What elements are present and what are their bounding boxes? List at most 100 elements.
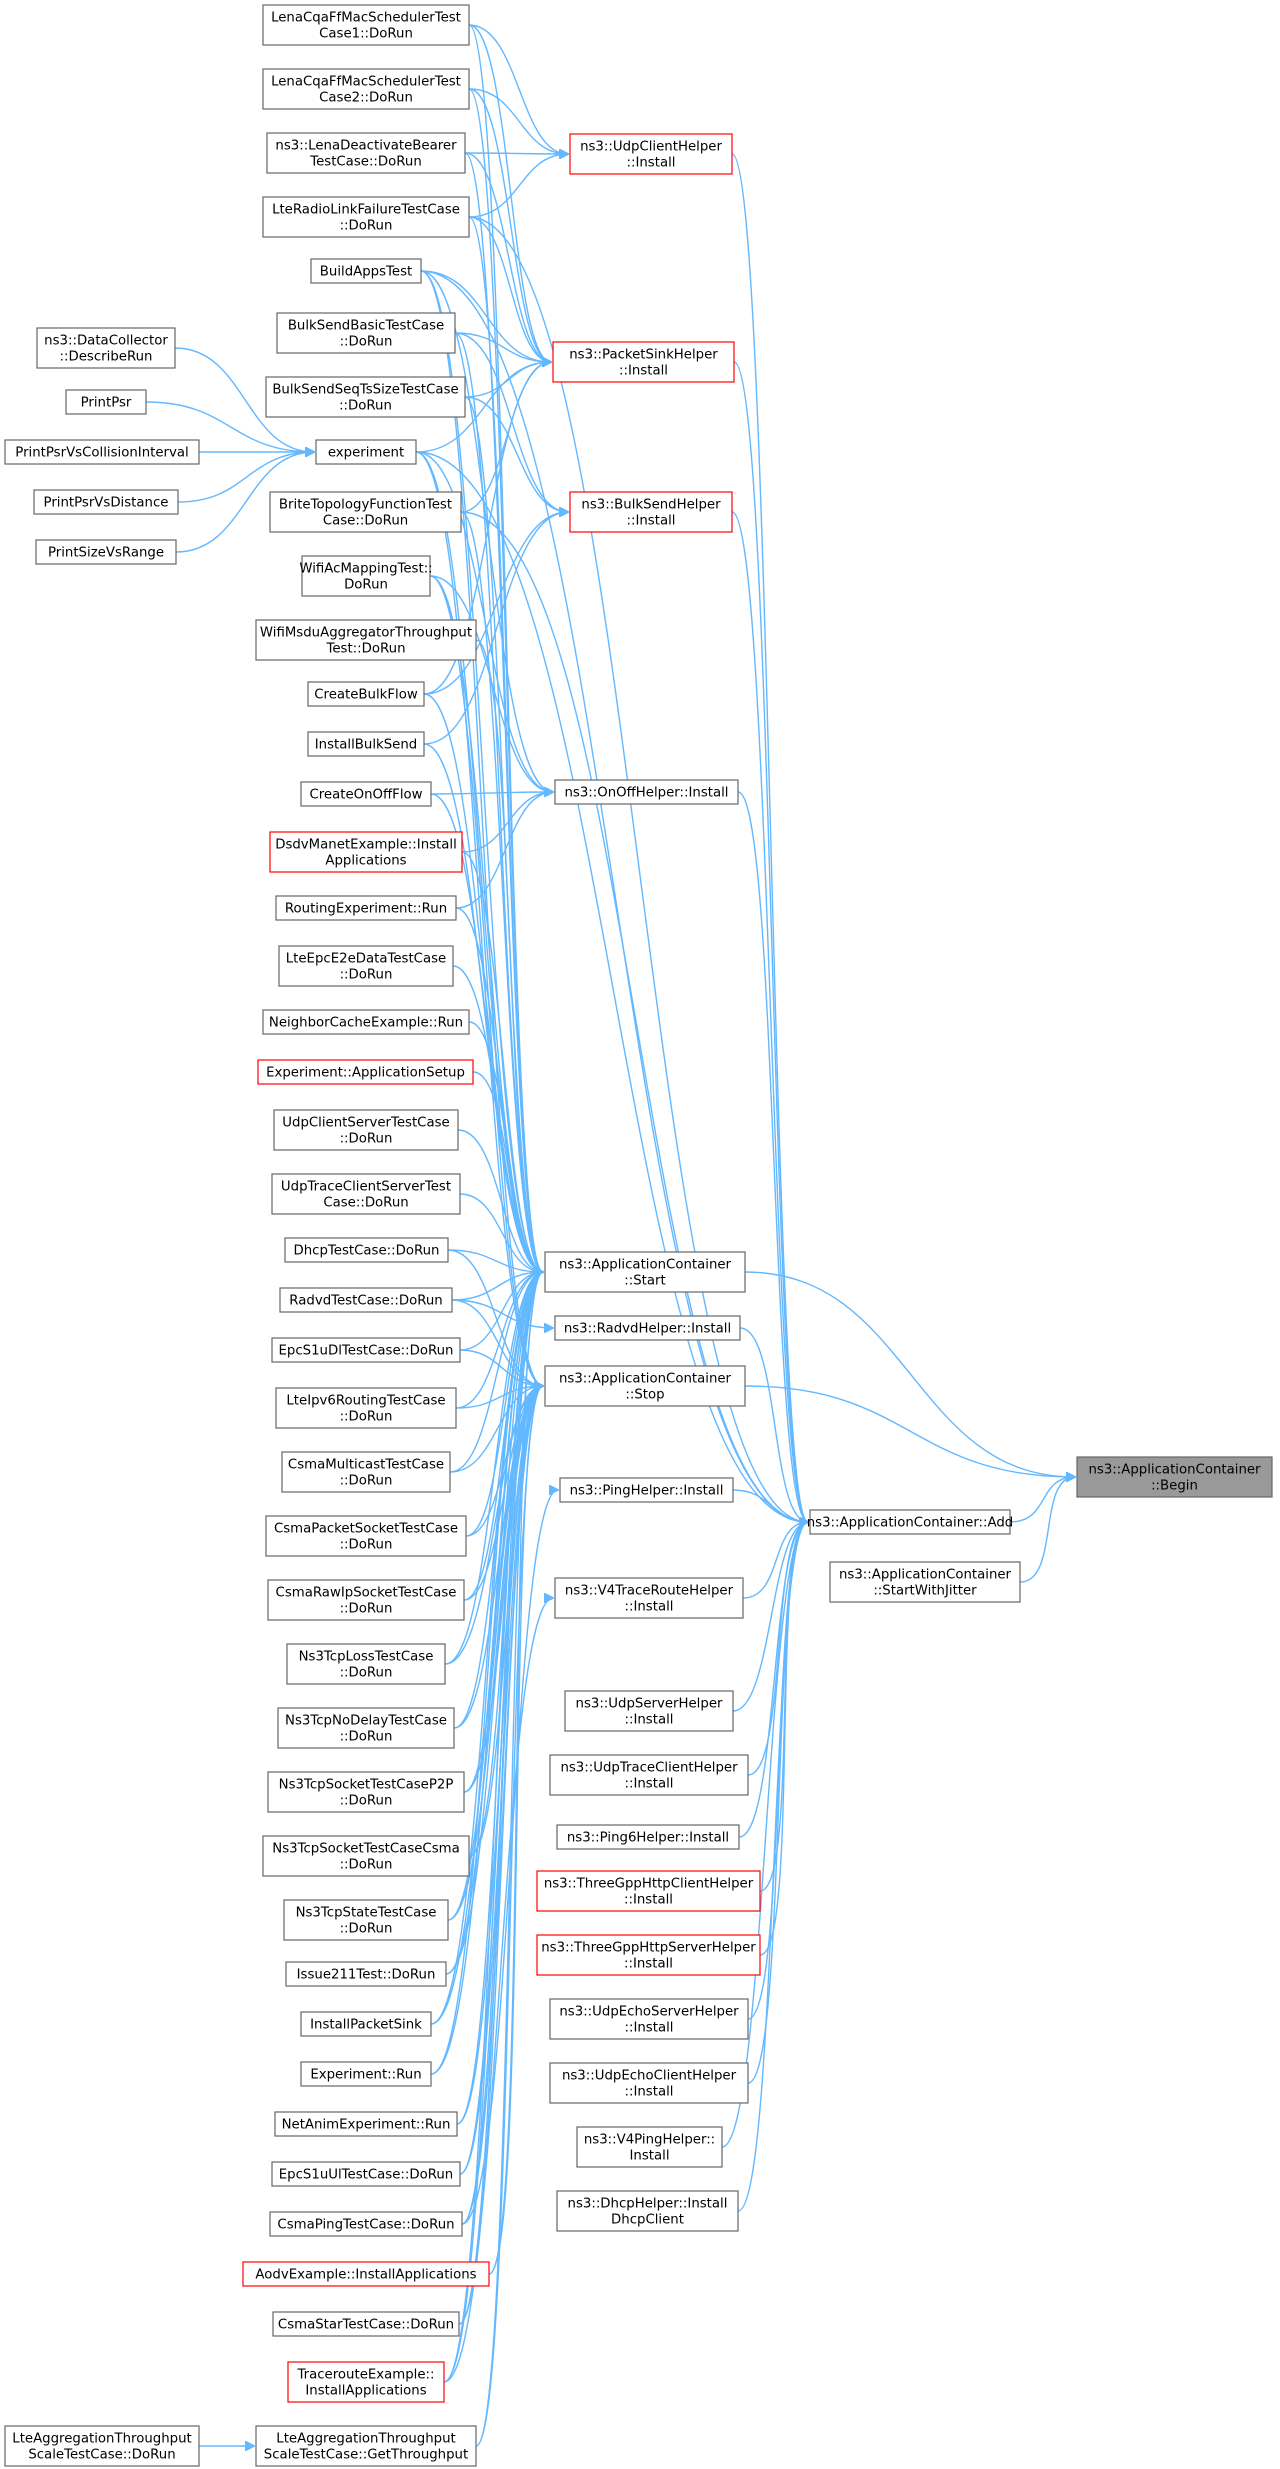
- node-datacollector[interactable]: ns3::DataCollector::DescribeRun: [36, 327, 176, 369]
- node-label: CsmaPingTestCase::DoRun: [277, 2218, 454, 2233]
- edge-printpsr-to-experiment: [145, 401, 314, 452]
- node-netanim[interactable]: NetAnimExperiment::Run: [274, 2111, 458, 2137]
- node-echoclient[interactable]: ns3::UdpEchoClientHelper::Install: [549, 2062, 749, 2104]
- node-ns3tcpstate[interactable]: Ns3TcpStateTestCase::DoRun: [283, 1899, 449, 1941]
- node-createbulk[interactable]: CreateBulkFlow: [307, 681, 425, 707]
- node-csmaping[interactable]: CsmaPingTestCase::DoRun: [269, 2211, 463, 2237]
- node-routingexp[interactable]: RoutingExperiment::Run: [275, 895, 457, 921]
- edge-bulkseq-to-bulksend: [464, 396, 568, 512]
- node-label: ns3::ThreeGppHttpServerHelper: [541, 1941, 756, 1956]
- node-tgppclient[interactable]: ns3::ThreeGppHttpClientHelper::Install: [536, 1870, 761, 1912]
- node-lteaggget[interactable]: LteAggregationThroughputScaleTestCase::G…: [255, 2425, 477, 2467]
- node-printpsr[interactable]: PrintPsr: [65, 389, 147, 415]
- node-start[interactable]: ns3::ApplicationContainer::Start: [544, 1251, 746, 1293]
- node-root[interactable]: ns3::ApplicationContainer::Begin: [1076, 1456, 1273, 1498]
- edge-lenadeact-to-packetsink: [464, 152, 551, 362]
- node-onoff[interactable]: ns3::OnOffHelper::Install: [554, 779, 739, 805]
- node-epcdl[interactable]: EpcS1uDlTestCase::DoRun: [271, 1337, 461, 1363]
- node-ping6[interactable]: ns3::Ping6Helper::Install: [556, 1824, 740, 1850]
- node-createonoff[interactable]: CreateOnOffFlow: [300, 781, 432, 807]
- node-box: [262, 196, 470, 238]
- edge-udptcs-to-start: [459, 1193, 543, 1272]
- edge-dhcph-to-add: [737, 1522, 808, 2212]
- node-neighbor[interactable]: NeighborCacheExample::Run: [262, 1009, 470, 1035]
- node-box: [266, 132, 466, 174]
- node-label: NetAnimExperiment::Run: [282, 2118, 451, 2133]
- node-csmastar[interactable]: CsmaStarTestCase::DoRun: [272, 2311, 460, 2337]
- node-box: [809, 1509, 1011, 1535]
- node-box: [307, 681, 425, 707]
- node-ns3tcpp2p[interactable]: Ns3TcpSocketTestCaseP2P::DoRun: [267, 1771, 465, 1813]
- node-bulkseq[interactable]: BulkSendSeqTsSizeTestCase::DoRun: [265, 376, 466, 418]
- node-aodv[interactable]: AodvExample::InstallApplications: [242, 2261, 490, 2287]
- node-udpserver[interactable]: ns3::UdpServerHelper::Install: [564, 1690, 734, 1732]
- node-radvdtest[interactable]: RadvdTestCase::DoRun: [279, 1287, 453, 1313]
- node-label: InstallApplications: [305, 2384, 426, 2399]
- node-label: Ns3TcpStateTestCase: [296, 1906, 437, 1921]
- node-ns3tcploss[interactable]: Ns3TcpLossTestCase::DoRun: [286, 1643, 446, 1685]
- node-installsink[interactable]: InstallPacketSink: [300, 2011, 432, 2037]
- node-dsdv[interactable]: DsdvManetExample::InstallApplications: [269, 831, 463, 873]
- node-udpclient[interactable]: ns3::UdpClientHelper::Install: [569, 133, 733, 175]
- node-v4trace[interactable]: ns3::V4TraceRouteHelper::Install: [554, 1577, 744, 1619]
- node-expappsetup[interactable]: Experiment::ApplicationSetup: [257, 1059, 474, 1085]
- node-csmapacket[interactable]: CsmaPacketSocketTestCase::DoRun: [265, 1515, 467, 1557]
- edge-bulkbasic-to-packetsink: [454, 332, 551, 362]
- node-ns3tcpnodelay[interactable]: Ns3TcpNoDelayTestCase::DoRun: [277, 1707, 455, 1749]
- node-box: [556, 2190, 739, 2232]
- node-printpsrdist[interactable]: PrintPsrVsDistance: [33, 489, 179, 515]
- node-label: Ns3TcpLossTestCase: [299, 1650, 434, 1665]
- node-printsize[interactable]: PrintSizeVsRange: [35, 539, 177, 565]
- node-buildapps[interactable]: BuildAppsTest: [310, 258, 422, 284]
- node-label: BulkSendSeqTsSizeTestCase: [272, 383, 458, 398]
- node-box: [272, 2311, 460, 2337]
- node-bulkbasic[interactable]: BulkSendBasicTestCase::DoRun: [276, 312, 456, 354]
- node-v4ping[interactable]: ns3::V4PingHelper::Install: [576, 2126, 723, 2168]
- node-issue211[interactable]: Issue211Test::DoRun: [285, 1961, 447, 1987]
- node-label: ns3::V4TraceRouteHelper: [565, 1584, 734, 1599]
- node-pingh[interactable]: ns3::PingHelper::Install: [559, 1477, 734, 1503]
- node-lteepce2e[interactable]: LteEpcE2eDataTestCase::DoRun: [278, 945, 454, 987]
- node-lteipv6[interactable]: LteIpv6RoutingTestCase::DoRun: [275, 1387, 457, 1429]
- node-echoserver[interactable]: ns3::UdpEchoServerHelper::Install: [549, 1998, 749, 2040]
- node-lterlf[interactable]: LteRadioLinkFailureTestCase::DoRun: [262, 196, 470, 238]
- node-wifiac[interactable]: WifiAcMappingTest::DoRun: [299, 555, 433, 597]
- node-label: RadvdTestCase::DoRun: [289, 1294, 442, 1309]
- node-csmarawip[interactable]: CsmaRawIpSocketTestCase::DoRun: [267, 1579, 465, 1621]
- node-radvdh[interactable]: ns3::RadvdHelper::Install: [554, 1315, 741, 1341]
- node-exprun[interactable]: Experiment::Run: [300, 2061, 432, 2087]
- node-stop[interactable]: ns3::ApplicationContainer::Stop: [544, 1365, 746, 1407]
- edge-experiment-to-packetsink: [415, 362, 551, 453]
- node-swj[interactable]: ns3::ApplicationContainer::StartWithJitt…: [829, 1561, 1021, 1603]
- node-lteaggdo[interactable]: LteAggregationThroughputScaleTestCase::D…: [4, 2425, 200, 2467]
- node-installbulk[interactable]: InstallBulkSend: [307, 731, 425, 757]
- node-ns3tcpcsma[interactable]: Ns3TcpSocketTestCaseCsma::DoRun: [262, 1835, 470, 1877]
- node-box: [257, 1059, 474, 1085]
- node-epcul[interactable]: EpcS1uUlTestCase::DoRun: [271, 2161, 461, 2187]
- node-box: [544, 1251, 746, 1293]
- node-label: ns3::UdpServerHelper: [576, 1697, 723, 1712]
- node-packetsink[interactable]: ns3::PacketSinkHelper::Install: [552, 341, 735, 383]
- node-printpsrcoll[interactable]: PrintPsrVsCollisionInterval: [4, 439, 200, 465]
- node-udptraceclient[interactable]: ns3::UdpTraceClientHelper::Install: [549, 1754, 749, 1796]
- node-traceroute[interactable]: TracerouteExample::InstallApplications: [287, 2361, 445, 2403]
- node-label: Ns3TcpSocketTestCaseCsma: [272, 1842, 460, 1857]
- edge-buildapps-to-stop: [420, 270, 543, 1386]
- edge-lena1-to-udpclient: [468, 24, 568, 154]
- edge-traceroute-to-start: [443, 1272, 543, 2383]
- node-add[interactable]: ns3::ApplicationContainer::Add: [807, 1509, 1014, 1535]
- edge-ns3tcploss-to-stop: [444, 1386, 543, 1665]
- node-dhcptest[interactable]: DhcpTestCase::DoRun: [284, 1237, 449, 1263]
- node-experiment[interactable]: experiment: [315, 439, 417, 465]
- node-udpcs[interactable]: UdpClientServerTestCase::DoRun: [273, 1109, 459, 1151]
- node-csmamulti[interactable]: CsmaMulticastTestCase::DoRun: [281, 1451, 451, 1493]
- node-tgppserver[interactable]: ns3::ThreeGppHttpServerHelper::Install: [536, 1934, 761, 1976]
- node-bulksend[interactable]: ns3::BulkSendHelper::Install: [569, 491, 733, 533]
